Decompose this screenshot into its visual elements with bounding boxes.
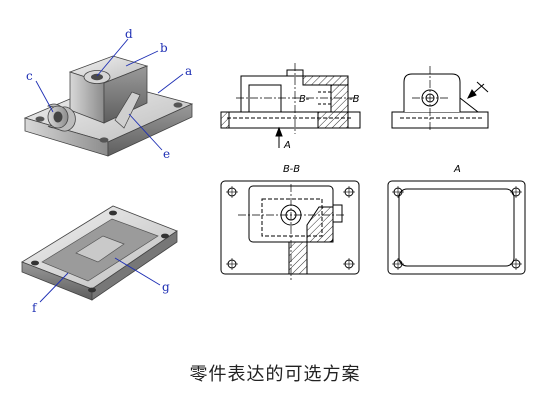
base-hole <box>173 102 183 108</box>
label-f: f <box>32 301 38 315</box>
leader-a <box>157 73 184 94</box>
isometric-lower-view <box>21 205 178 301</box>
aux-view-title: A <box>453 164 461 175</box>
label-e: e <box>163 147 170 161</box>
aux-view-a <box>387 180 526 275</box>
upper-block-side <box>103 65 148 124</box>
leader-g <box>114 257 161 286</box>
label-c: c <box>26 69 33 83</box>
label-d: d <box>125 27 133 41</box>
figure-caption: 零件表达的可选方案 <box>189 364 361 385</box>
leader-c <box>35 80 54 113</box>
section-bb-title: B-B <box>283 164 300 175</box>
side-hole <box>53 111 63 123</box>
base-hole <box>35 116 45 122</box>
label-a: a <box>185 64 192 78</box>
cover-hole <box>109 210 117 216</box>
isometric-upper-view <box>23 55 194 157</box>
label-g: g <box>162 280 170 294</box>
base-hole <box>99 137 109 143</box>
section-bb-view <box>220 180 360 282</box>
leader-d <box>96 38 129 77</box>
leader-f <box>39 272 69 303</box>
lower-leaders <box>39 257 161 303</box>
section-mark-left: B- <box>299 94 310 105</box>
label-b: b <box>160 41 168 55</box>
cover-hole <box>31 260 39 266</box>
cover-side <box>91 230 178 301</box>
lower-labels: f g <box>32 280 170 315</box>
section-mark-right: -B <box>349 94 360 105</box>
front-view-labels: A B- -B <box>283 94 360 151</box>
side-view <box>391 66 489 132</box>
upper-leaders <box>35 38 184 151</box>
leader-e <box>128 113 163 151</box>
upper-labels: a b c d e <box>26 27 192 161</box>
cover-inner-pad <box>75 235 125 263</box>
arrow-a-label: A <box>283 140 291 151</box>
front-section-view <box>220 63 361 148</box>
base-plate-side <box>107 103 193 157</box>
cover-hole <box>88 287 96 293</box>
top-hole <box>91 73 103 81</box>
leader-b <box>125 50 159 67</box>
rib <box>114 91 141 129</box>
cover-hole <box>161 233 169 239</box>
